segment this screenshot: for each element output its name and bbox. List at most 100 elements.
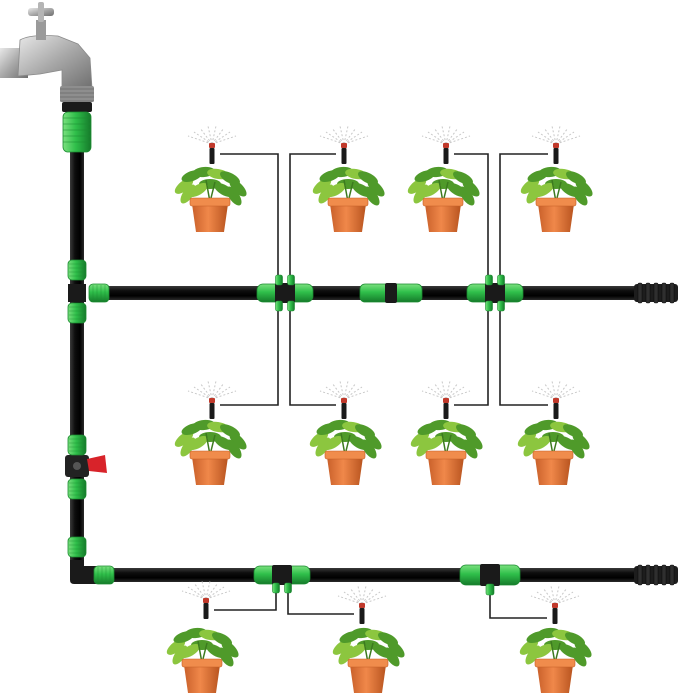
tee-nut-top — [67, 259, 87, 281]
leaf — [166, 639, 186, 655]
cross-barb — [287, 274, 295, 286]
spray-line — [441, 380, 447, 400]
capillary-lines-layer — [214, 153, 548, 619]
dripper-stake — [552, 608, 558, 624]
dripper-head — [203, 598, 209, 603]
leaf — [372, 644, 392, 658]
valve-icon — [65, 455, 107, 477]
spray-line — [536, 591, 556, 605]
cross-connector-right — [466, 274, 524, 312]
spray-line — [211, 380, 217, 400]
spray-line — [331, 127, 345, 145]
capillary-middle-1 — [220, 307, 279, 406]
dripper-stake — [341, 403, 347, 419]
faucet-layer — [0, 2, 94, 153]
spray-line — [361, 591, 381, 605]
dripper-stake — [553, 148, 559, 164]
leaf — [180, 644, 200, 658]
plant-lower-2 — [332, 627, 405, 693]
leaf — [309, 431, 329, 447]
valve-nut-bottom — [67, 478, 87, 500]
spray-line — [187, 586, 207, 600]
dripper-stake — [341, 148, 347, 164]
dripper-upper-4 — [531, 125, 581, 164]
capillary-lower-1 — [214, 590, 277, 611]
spray-line — [349, 587, 363, 605]
leaf — [174, 431, 194, 447]
coupler-core — [385, 283, 397, 303]
cross-core — [485, 283, 505, 303]
pot-body — [537, 665, 573, 693]
spray-line — [555, 386, 575, 400]
faucet-handle-cross — [38, 2, 44, 22]
pot-rim — [189, 197, 231, 207]
dripper-stake — [209, 148, 215, 164]
valve-knob — [73, 462, 81, 470]
spray-line — [211, 135, 237, 145]
spray-line — [427, 386, 447, 400]
pot-body — [192, 204, 228, 232]
end-plug-upper — [634, 282, 678, 304]
spray-line — [319, 135, 345, 145]
plant-upper-4 — [520, 166, 593, 232]
pot-body — [425, 204, 461, 232]
pot-rim — [535, 197, 577, 207]
spray-line — [211, 382, 225, 400]
cross-barb — [497, 300, 505, 312]
plant-upper-3 — [407, 166, 480, 232]
faucet-threads — [60, 86, 94, 102]
leaf — [326, 183, 346, 197]
spray-line — [211, 131, 231, 145]
plug-ridge — [661, 564, 667, 586]
leaf — [349, 436, 369, 450]
capillary-middle-4 — [499, 307, 548, 406]
spray-line — [445, 135, 471, 145]
faucet-stem — [36, 20, 46, 40]
plug-ridge — [637, 282, 643, 304]
spray-line — [530, 595, 556, 605]
spray-line — [325, 386, 345, 400]
leaf — [517, 431, 537, 447]
tap-adapter-ring — [62, 102, 92, 112]
spray-line — [343, 125, 349, 145]
dripper-upper-3 — [421, 125, 471, 164]
cross-barb — [485, 300, 493, 312]
leaf — [462, 179, 480, 197]
spray-line — [427, 131, 447, 145]
main-vertical-tube — [70, 150, 84, 570]
plug-ridge — [653, 282, 659, 304]
spray-line — [339, 380, 345, 400]
spray-line — [193, 131, 213, 145]
spray-line — [201, 580, 207, 600]
leaf — [229, 179, 247, 197]
leaf — [574, 640, 592, 658]
plant-middle-2 — [309, 419, 382, 485]
spray-line — [445, 127, 459, 145]
trunk-tee — [68, 284, 86, 302]
spray-line — [445, 382, 459, 400]
spray-line — [343, 127, 357, 145]
leaf — [323, 436, 343, 450]
spray-line — [205, 590, 231, 600]
spray-line — [361, 585, 367, 605]
dripper-upper-1 — [187, 125, 237, 164]
leaf — [332, 639, 352, 655]
pot-body — [535, 457, 571, 485]
dripper-head — [553, 143, 559, 148]
spray-line — [555, 135, 581, 145]
tee-core — [272, 565, 292, 585]
dripper-stake — [209, 403, 215, 419]
leaf — [346, 644, 366, 658]
spray-line — [205, 580, 211, 600]
dripper-head — [209, 398, 215, 403]
dripper-head — [553, 398, 559, 403]
spray-line — [361, 587, 375, 605]
plug-ridge — [637, 564, 643, 586]
plug-ridge — [653, 564, 659, 586]
spray-line — [357, 585, 363, 605]
leaf — [214, 183, 234, 197]
leaf — [557, 436, 577, 450]
spray-line — [343, 380, 349, 400]
tee-core — [480, 564, 500, 586]
cross-core — [275, 283, 295, 303]
